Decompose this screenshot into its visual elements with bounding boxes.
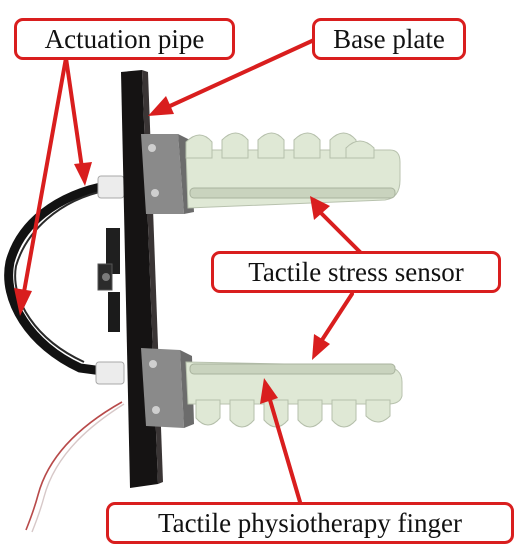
callout-arrows (14, 38, 362, 504)
finger-segments (185, 132, 375, 159)
actuation-pipe-tube (14, 189, 109, 363)
screw (152, 406, 160, 414)
plate-mount (106, 228, 120, 274)
signal-wire (31, 403, 125, 533)
finger-bracket (141, 348, 184, 428)
screw (149, 360, 157, 368)
finger-body (185, 149, 401, 209)
finger-segments (195, 399, 391, 428)
tactile-stress-sensor (189, 187, 396, 199)
tactile-stress-sensor (189, 363, 396, 375)
tactile-physiotherapy-finger-label: Tactile physiotherapy finger (106, 502, 514, 544)
tactile-stress-sensor-label: Tactile stress sensor (211, 251, 501, 293)
base-plate-label: Base plate (312, 18, 466, 60)
finger-bracket (141, 134, 184, 214)
actuation-pipe-label: Actuation pipe (14, 18, 235, 60)
plate-mount (108, 292, 120, 332)
screw (148, 144, 156, 152)
signal-wire (25, 401, 123, 531)
screw (151, 189, 159, 197)
pipe-connector (95, 361, 125, 385)
actuation-pipe-tube (4, 180, 115, 377)
pipe-connector (97, 175, 125, 199)
screw (102, 273, 110, 281)
